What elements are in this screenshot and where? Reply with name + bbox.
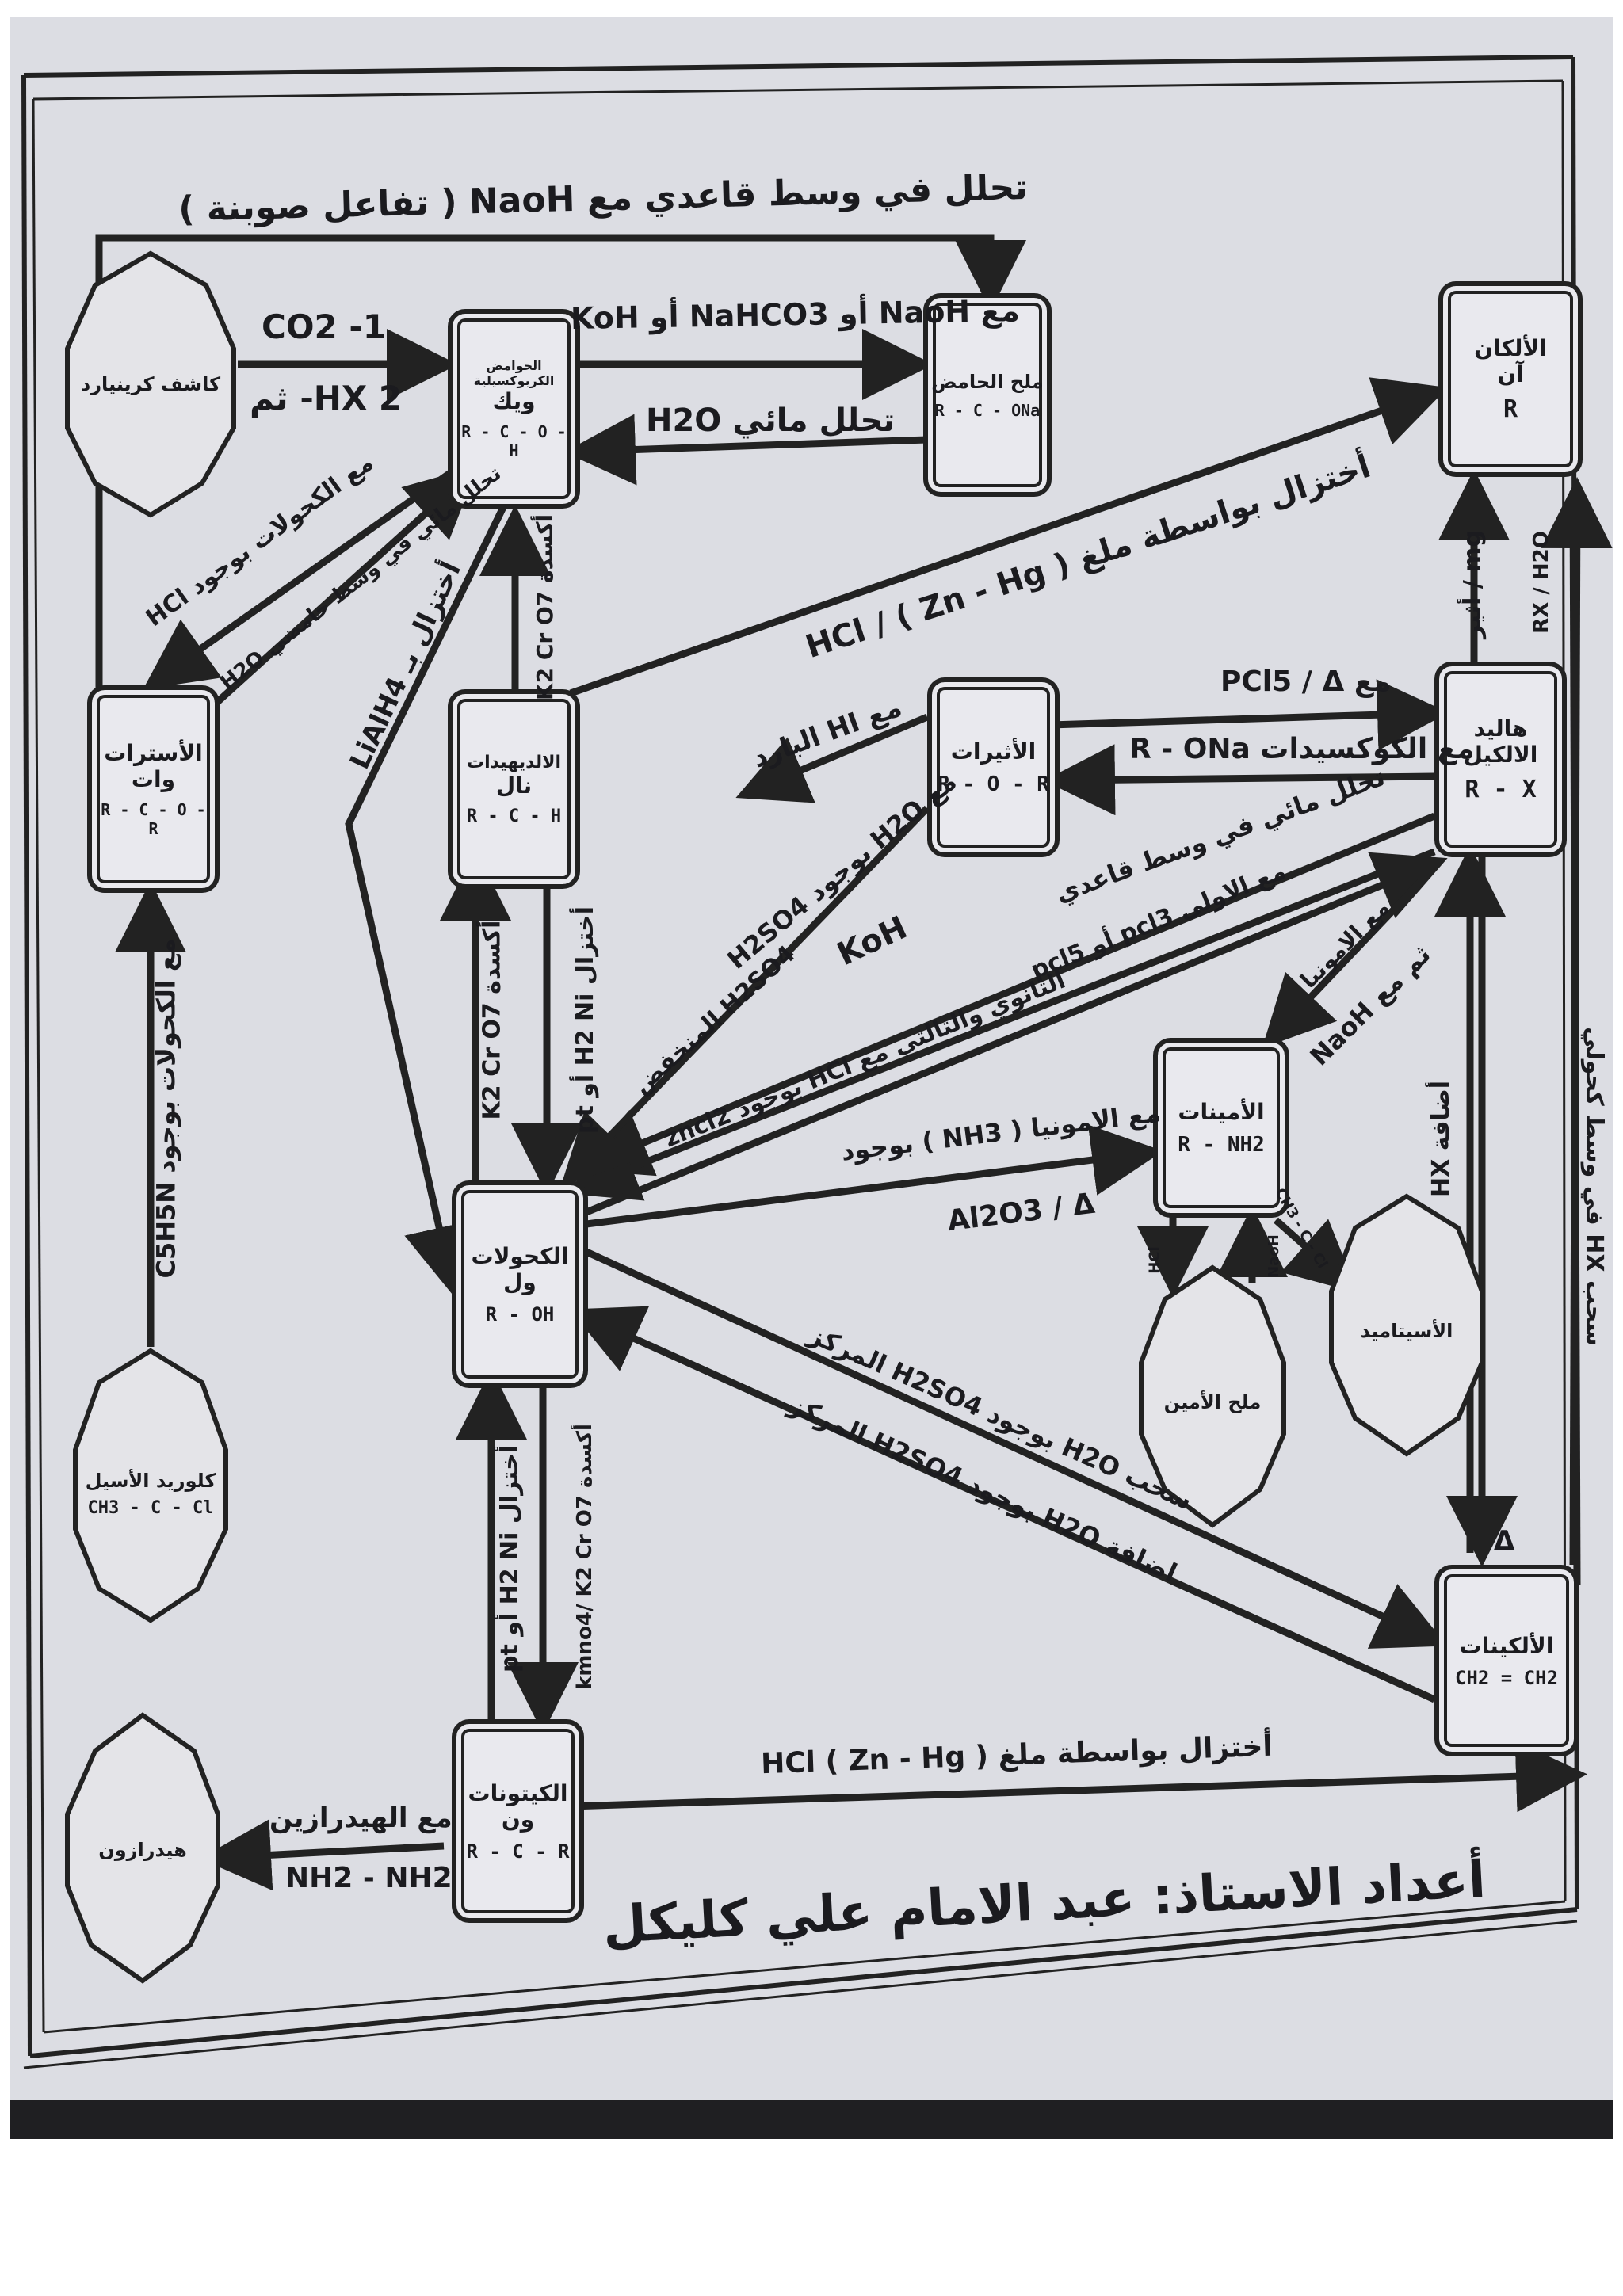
aldehyde-ox-label: أكسدة K2 Cr O7 xyxy=(532,513,559,701)
alkyl-halide-formula: R - X xyxy=(1465,776,1537,803)
alkene-name: الألكينات xyxy=(1459,1632,1554,1659)
hx-elim-label: سحب HX في وسط كحولي xyxy=(1579,1027,1608,1346)
ester-suffix: وات xyxy=(131,766,176,792)
alkane-formula: R xyxy=(1503,395,1518,423)
alcohol-name: الكحولات xyxy=(471,1243,569,1269)
ketone-ox-label: أكسدة kmno4/ K2 Cr O7 xyxy=(572,1424,597,1690)
hx-add-label: أضافة HX xyxy=(1427,1080,1456,1198)
acyl-chloride-formula: CH3 - C - Cl xyxy=(87,1497,214,1518)
reaction-arrows xyxy=(95,234,1613,1891)
arrow-amine-acetamide xyxy=(1274,1217,1358,1293)
arrow-alkene-alc xyxy=(569,1306,1436,1703)
naoh-small-label: NaoH xyxy=(1265,1234,1282,1278)
alkene-box[interactable]: الألكينات CH2 = CH2 xyxy=(1434,1565,1579,1756)
ketone-formula: R - C - R xyxy=(466,1840,570,1863)
arrow-rx-alcohol-1 xyxy=(577,812,1436,1177)
carboxylic-name: الحوامض الكربوكسيلية xyxy=(473,357,555,388)
alkyl-halide-name: هاليد الالكيل xyxy=(1463,715,1538,768)
arrow-alkoxide xyxy=(1044,744,1435,816)
ketone-suffix: ون xyxy=(501,1806,535,1833)
grignard-step1-label: CO2 -1 xyxy=(262,307,387,346)
ether-box[interactable]: الأثيرات R - O - R xyxy=(927,677,1060,857)
amine-salt-label[interactable]: ملح الأمين xyxy=(1145,1339,1280,1466)
acid-salt-formula: R - C - ONa xyxy=(934,400,1041,420)
amine-salt-octagon xyxy=(1139,1264,1286,1528)
amine-box[interactable]: الأمينات R - NH2 xyxy=(1153,1038,1289,1218)
amine-salt-name: ملح الأمين xyxy=(1163,1391,1262,1413)
acetamide-label[interactable]: الأسيتاميد xyxy=(1335,1268,1478,1394)
arrow-lialh4 xyxy=(345,498,511,1298)
arrow-alc-rx xyxy=(585,852,1448,1216)
alkene-formula: CH2 = CH2 xyxy=(1454,1666,1559,1689)
pcl5-label: مع PCl5 / Δ xyxy=(1220,666,1392,698)
ketone-name: الكيتونات xyxy=(468,1779,568,1806)
amine-name: الأمينات xyxy=(1178,1099,1265,1125)
arrow-ester-acid-back xyxy=(211,465,479,708)
aldehyde-formula: R - C - H xyxy=(466,806,562,826)
acetamide-octagon xyxy=(1329,1193,1484,1457)
alc-ox-label: أكسدة K2 Cr O7 xyxy=(478,920,506,1120)
acyl-chloride-octagon xyxy=(73,1348,228,1623)
alkoxide-label: مع الكوكسيدات R - ONa xyxy=(1129,733,1475,765)
hydrazine-label: مع الهيدرازين xyxy=(269,1802,453,1834)
alkyl-halide-box[interactable]: هاليد الالكيل R - X xyxy=(1434,662,1567,857)
page-edge xyxy=(10,2100,1613,2139)
arrow-salt-acid xyxy=(564,414,928,486)
delta-label: Δ xyxy=(1494,1525,1515,1557)
carboxylic-suffix: ويك xyxy=(492,387,536,414)
arrow-hydrazone xyxy=(200,1819,445,1891)
ketone-box[interactable]: الكيتونات ون R - C - R xyxy=(452,1719,584,1923)
arrow-ketone-alkane xyxy=(570,1741,1587,1813)
grignard-step2-label: HX 2- ثم xyxy=(250,379,403,418)
ketone-red-label: أختزال H2 Ni أو pt xyxy=(496,1444,525,1673)
grignard-label[interactable]: كاشف كرينيارد xyxy=(75,317,226,452)
hydrazone-octagon xyxy=(65,1712,220,1984)
salt-hydrolysis-label: تحلل مائي H2O xyxy=(646,402,896,439)
acetamide-name: الأسيتاميد xyxy=(1360,1320,1453,1342)
arrow-rx-alcohol-2 xyxy=(565,848,1436,1201)
rx-h2o-label: RX / H2O xyxy=(1529,531,1553,634)
carboxylic-box[interactable]: الحوامض الكربوكسيلية ويك R - C - O - H xyxy=(448,309,580,509)
hydrazone-name: هيدرازون xyxy=(98,1839,187,1861)
arrow-alc-alkene xyxy=(585,1248,1448,1649)
hcl-small-label: HCl xyxy=(1146,1246,1163,1274)
alcohol-formula: R - OH xyxy=(485,1303,555,1325)
nh2nh2-label: NH2 - NH2 xyxy=(285,1862,453,1894)
aldehyde-name: الالديهيدات xyxy=(466,752,561,772)
ether-formula: R - O - R xyxy=(938,772,1049,796)
alkane-suffix: آن xyxy=(1497,361,1524,387)
frame xyxy=(21,55,1579,2069)
arrow-ether-hi xyxy=(735,713,929,803)
arrow-ether-alcohol xyxy=(560,805,930,1187)
hydrazone-label[interactable]: هيدرازون xyxy=(71,1783,214,1917)
aldehyde-box[interactable]: الالديهيدات نال R - C - H xyxy=(448,689,580,889)
acid-salt-name: ملح الحامض xyxy=(931,370,1044,393)
arrow-rx-amine xyxy=(1262,876,1426,1049)
mg-ether-label: mg / أثير xyxy=(1459,529,1487,639)
ester-box[interactable]: الأسترات وات R - C - O - R xyxy=(87,685,220,893)
ald-red-label: أختزال H2 Ni أو pt xyxy=(571,906,600,1135)
grignard-name: كاشف كرينيارد xyxy=(80,373,221,395)
ester-name: الأسترات xyxy=(104,740,203,766)
acyl-chloride-name: كلوريد الأسيل xyxy=(85,1469,216,1492)
arrow-alc-amine xyxy=(586,1124,1163,1228)
acid-salt-box[interactable]: ملح الحامض R - C - ONa xyxy=(923,293,1052,497)
ester-formula: R - C - O - R xyxy=(101,800,206,838)
alkane-name: الألكان xyxy=(1474,335,1547,361)
acyl-chloride-label[interactable]: كلوريد الأسيل CH3 - C - Cl xyxy=(79,1418,222,1569)
arrow-pcl5 xyxy=(1049,679,1449,751)
carboxylic-formula: R - C - O - H xyxy=(461,421,567,460)
amine-formula: R - NH2 xyxy=(1178,1133,1265,1157)
ether-name: الأثيرات xyxy=(950,738,1037,765)
alcohol-suffix: ول xyxy=(503,1269,537,1295)
arrow-aldehyde-alkane xyxy=(569,377,1448,697)
alkane-box[interactable]: الألكان آن R xyxy=(1438,281,1583,477)
alcohol-box[interactable]: الكحولات ول R - OH xyxy=(452,1180,588,1388)
grignard-octagon xyxy=(65,250,236,518)
pyridine-label: مع الكحولات بوجود C5H5N xyxy=(151,938,181,1279)
octagon-shapes xyxy=(65,250,1484,1984)
aldehyde-suffix: نال xyxy=(495,772,533,799)
